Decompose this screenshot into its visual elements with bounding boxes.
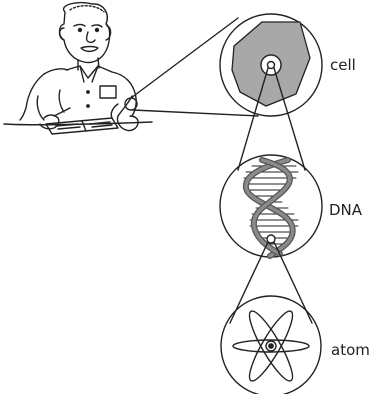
connector-top	[131, 18, 238, 98]
label-atom: atom	[331, 343, 370, 358]
label-cell: cell	[330, 58, 356, 73]
cell-magnifier	[220, 14, 322, 116]
label-dna: DNA	[329, 203, 362, 218]
dna-magnifier	[220, 155, 322, 257]
person-illustration	[4, 3, 152, 134]
atom-magnifier	[221, 296, 321, 394]
connector-bottom	[133, 110, 258, 116]
